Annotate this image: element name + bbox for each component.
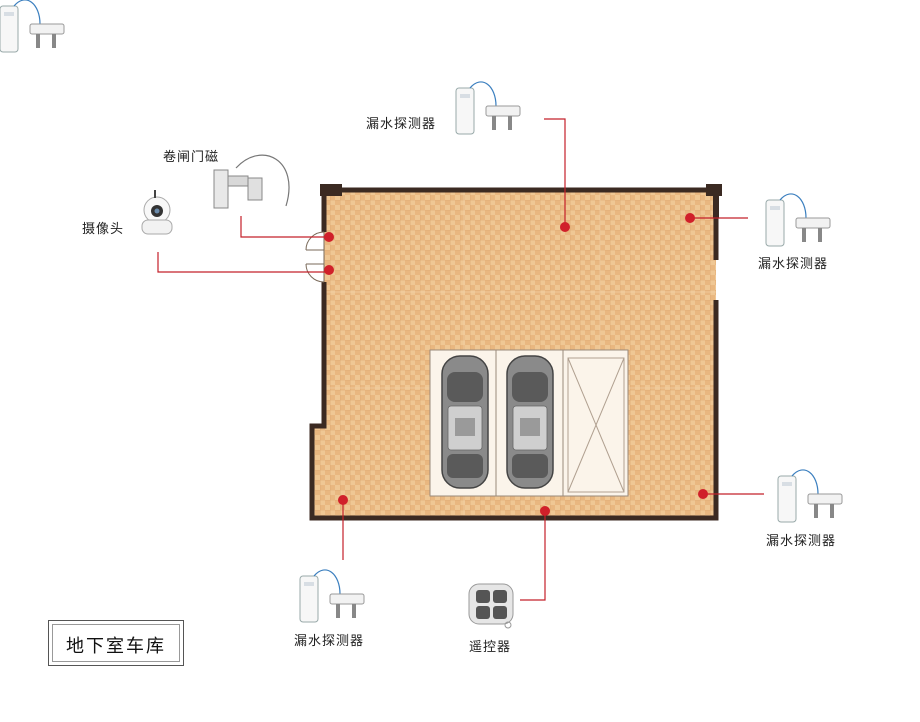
- camera-icon: [141, 190, 173, 235]
- marker-water-right-top: [685, 213, 695, 223]
- leader-remote: [520, 511, 546, 601]
- parking-area: [429, 349, 629, 497]
- wall-corner-tl: [320, 184, 342, 196]
- sensor-markers: [324, 213, 708, 516]
- leader-lines: [157, 118, 764, 601]
- label-water-bottom-left: 漏水探测器: [294, 634, 365, 649]
- door-left: [305, 231, 325, 283]
- walls: [309, 184, 722, 521]
- leader-water-top: [544, 118, 566, 226]
- wall-outline: [309, 282, 719, 521]
- label-water-right-bottom: 漏水探测器: [766, 534, 837, 549]
- wall-top: [321, 187, 719, 260]
- leader-door-sensor: [240, 216, 328, 238]
- marker-door-sensor: [324, 232, 334, 242]
- label-door-sensor: 卷闸门磁: [163, 150, 220, 165]
- label-camera: 摄像头: [82, 222, 125, 237]
- label-water-right-top: 漏水探测器: [758, 257, 829, 272]
- marker-remote: [540, 506, 550, 516]
- label-water-top: 漏水探测器: [366, 117, 437, 132]
- page-title: 地下室车库: [66, 636, 166, 657]
- remote-icon: [468, 583, 514, 629]
- marker-water-top: [560, 222, 570, 232]
- label-remote: 遥控器: [469, 640, 512, 655]
- car-2: [506, 355, 554, 489]
- water-detector-top-icon: [455, 81, 521, 135]
- title-box: 地下室车库: [48, 620, 184, 666]
- car-1: [441, 355, 489, 489]
- leader-camera: [157, 252, 328, 273]
- water-detector-right-top-icon: [765, 193, 831, 247]
- water-detector-right-bottom-icon: [777, 469, 843, 523]
- marker-camera: [324, 265, 334, 275]
- marker-water-bottom-left: [338, 495, 348, 505]
- door-sensor-icon: [213, 154, 290, 209]
- water-detector-bottom-left-icon: [299, 569, 365, 623]
- marker-water-right-bottom: [698, 489, 708, 499]
- water-detector-icon: [0, 0, 65, 53]
